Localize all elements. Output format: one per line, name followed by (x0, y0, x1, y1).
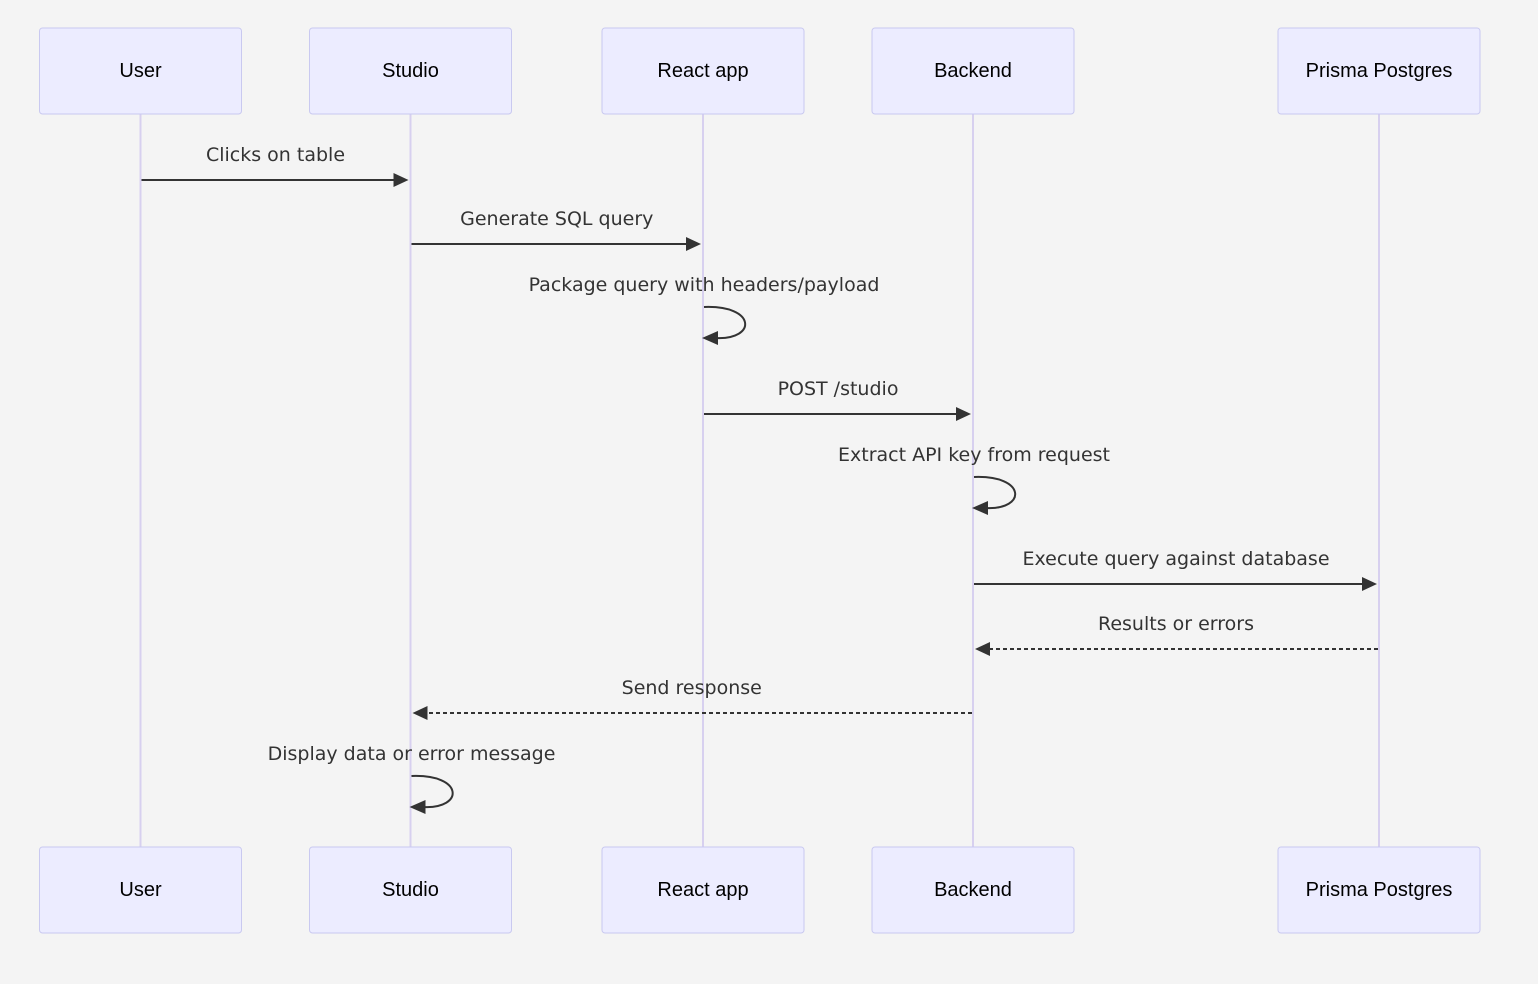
actor-label: User (119, 879, 162, 901)
actor-studio-bottom: Studio (309, 846, 512, 934)
actor-react-bottom: React app (601, 846, 805, 934)
message-label: POST /studio (778, 378, 899, 400)
actor-backend-bottom: Backend (871, 846, 1075, 934)
arrowhead (409, 800, 426, 814)
actor-postgres-top: Prisma Postgres (1277, 27, 1481, 115)
actor-label: Backend (934, 60, 1012, 82)
message-4: POST /studio (704, 378, 971, 421)
arrowhead (412, 706, 428, 720)
message-line (973, 475, 1017, 510)
message-label: Display data or error message (268, 743, 556, 765)
message-line (703, 305, 747, 340)
arrowhead (972, 501, 988, 515)
actor-box (1277, 846, 1481, 934)
actor-label: Studio (382, 879, 439, 901)
arrowhead (393, 173, 409, 187)
actor-box (309, 846, 512, 934)
actor-label: User (119, 60, 162, 82)
actor-postgres-bottom: Prisma Postgres (1277, 846, 1481, 934)
message-label: Generate SQL query (460, 208, 653, 230)
message-label: Results or errors (1098, 613, 1254, 635)
actor-box (309, 27, 512, 115)
actor-user-bottom: User (39, 846, 242, 934)
message-label: Execute query against database (1022, 548, 1329, 570)
actor-box (871, 846, 1075, 934)
message-label: Send response (622, 677, 762, 699)
arrowhead (975, 642, 990, 656)
message-9: Display data or error message (268, 743, 556, 814)
actor-label: React app (657, 60, 748, 82)
message-7: Results or errors (975, 613, 1378, 656)
actors-top: User Studio React app Backend Prisma Postgre… (39, 27, 1481, 115)
actor-label: Studio (382, 60, 439, 82)
message-5: Extract API key from request (838, 444, 1110, 515)
arrowhead (956, 407, 971, 421)
actors-bottom: User Studio React app Backend Prisma Postgre… (39, 846, 1481, 934)
message-2: Generate SQL query (411, 208, 701, 251)
message-3: Package query with headers/payload (529, 274, 880, 345)
message-1: Clicks on table (141, 144, 409, 187)
actor-react-top: React app (601, 27, 805, 115)
actor-box (601, 27, 805, 115)
arrowhead (702, 331, 718, 345)
arrowhead (1362, 577, 1377, 591)
actor-studio-top: Studio (309, 27, 512, 115)
actor-user-top: User (39, 27, 242, 115)
message-label: Clicks on table (206, 144, 345, 166)
message-line (411, 774, 454, 809)
actor-label: Backend (934, 879, 1012, 901)
message-label: Extract API key from request (838, 444, 1110, 466)
actor-label: Prisma Postgres (1306, 60, 1453, 82)
actor-box (39, 846, 242, 934)
message-8: Send response (412, 677, 972, 720)
actor-label: React app (657, 879, 748, 901)
actor-box (39, 27, 242, 115)
actor-box (601, 846, 805, 934)
lifelines (139, 114, 1380, 847)
actor-label: Prisma Postgres (1306, 879, 1453, 901)
actor-box (1277, 27, 1481, 115)
arrowhead (686, 237, 701, 251)
message-6: Execute query against database (974, 548, 1377, 591)
actor-box (871, 27, 1075, 115)
actor-backend-top: Backend (871, 27, 1075, 115)
message-label: Package query with headers/payload (529, 274, 880, 296)
